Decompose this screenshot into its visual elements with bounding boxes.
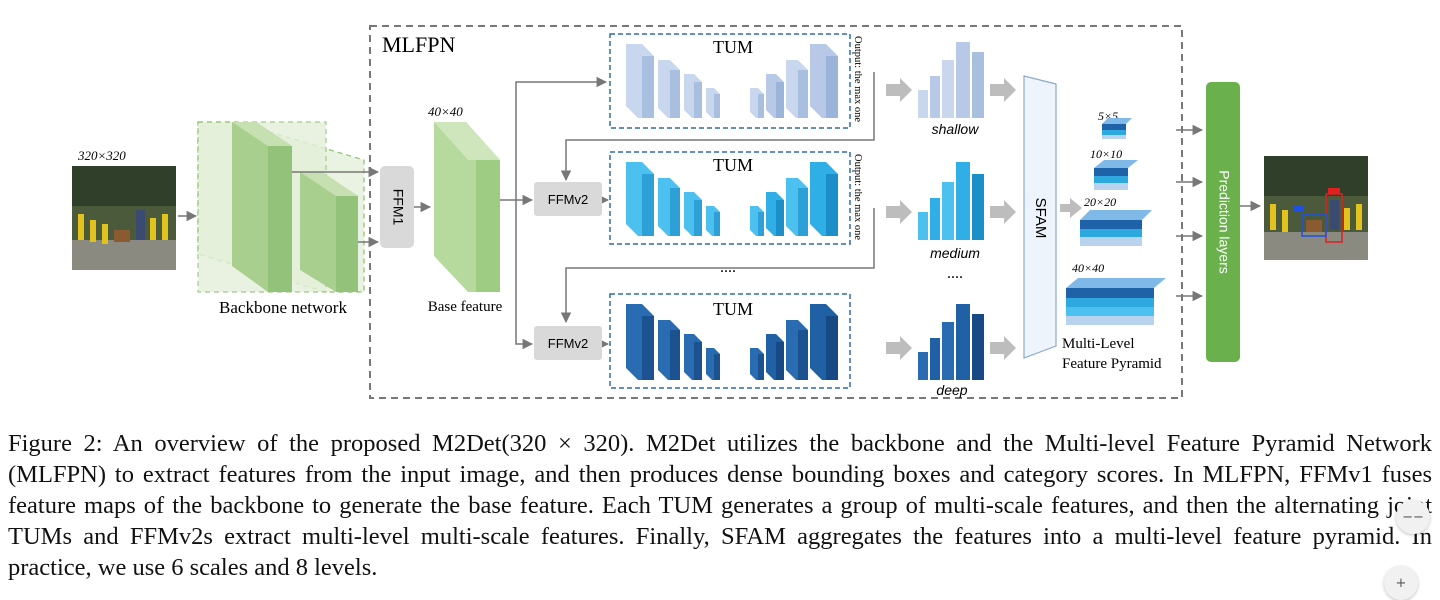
tum-box-1 xyxy=(609,33,851,129)
tum-blocks-3 xyxy=(626,304,838,380)
pyramid-level-20 xyxy=(1080,210,1152,246)
output-note-2: Output: the max one xyxy=(852,154,863,240)
deep-features xyxy=(918,304,984,380)
pyramid-size-20: 20×20 xyxy=(1084,195,1116,209)
ffmv2-label-2: FFMv2 xyxy=(548,336,588,351)
ffm1-label: FFM1 xyxy=(390,189,406,226)
pyramid-level-10 xyxy=(1094,160,1138,190)
level-label-medium: medium xyxy=(930,245,980,261)
pyramid-size-10: 10×10 xyxy=(1090,147,1122,161)
tum-blocks-2 xyxy=(626,162,838,236)
base-feature xyxy=(434,122,500,292)
base-connectors xyxy=(500,72,875,350)
level-ellipsis: .... xyxy=(947,265,963,282)
mlfpn-frame xyxy=(369,25,1183,399)
figure-caption: Figure 2: An overview of the proposed M2… xyxy=(8,430,1432,581)
output-note-1: Output: the max one xyxy=(852,36,863,122)
level-arrows xyxy=(886,78,1016,360)
m2det-overview-diagram: MLFPN 320×320 Backbone network FFM1 40×4… xyxy=(72,25,1368,399)
pyramid-level-5 xyxy=(1102,118,1132,139)
input-image xyxy=(72,166,176,270)
pyramid-size-40: 40×40 xyxy=(1072,261,1104,275)
base-feature-label: Base feature xyxy=(428,299,503,315)
plus-icon[interactable]: + xyxy=(1384,566,1418,600)
pyramid-label-line2: Feature Pyramid xyxy=(1062,356,1162,372)
backbone-network xyxy=(197,121,365,293)
pyramid-label-line1: Multi-Level xyxy=(1062,336,1134,352)
tum-label-3: TUM xyxy=(713,299,753,319)
prediction-layers-label: Prediction layers xyxy=(1216,170,1232,274)
prediction-layers-block xyxy=(1206,82,1240,362)
tum-ellipsis: .... xyxy=(720,259,736,276)
tum-blocks-1 xyxy=(626,44,838,118)
sfam-label: SFAM xyxy=(1032,198,1049,239)
ffmv2-label-1: FFMv2 xyxy=(548,192,588,207)
medium-features xyxy=(918,162,984,240)
base-size-label: 40×40 xyxy=(428,104,463,119)
input-size-label: 320×320 xyxy=(77,148,126,163)
tum-box-2 xyxy=(609,151,851,245)
sfam-block xyxy=(1023,75,1057,359)
backbone-label: Backbone network xyxy=(219,298,347,317)
tum-label-1: TUM xyxy=(713,37,753,57)
level-label-deep: deep xyxy=(936,382,967,398)
level-label-shallow: shallow xyxy=(932,121,980,137)
pyramid-level-40 xyxy=(1066,278,1166,325)
pyramid-arrows xyxy=(1176,124,1204,302)
output-image xyxy=(1264,156,1368,260)
sfam-out-arrow xyxy=(1060,198,1082,218)
ffmv2-block-1 xyxy=(534,182,602,216)
shallow-features xyxy=(918,42,984,118)
tum-box-3 xyxy=(609,293,851,389)
mlfpn-title: MLFPN xyxy=(382,32,455,57)
collapse-icon[interactable]: −− xyxy=(1396,500,1430,534)
tum-label-2: TUM xyxy=(713,155,753,175)
ffm1-block xyxy=(380,166,414,248)
ffmv2-block-2 xyxy=(534,326,602,360)
